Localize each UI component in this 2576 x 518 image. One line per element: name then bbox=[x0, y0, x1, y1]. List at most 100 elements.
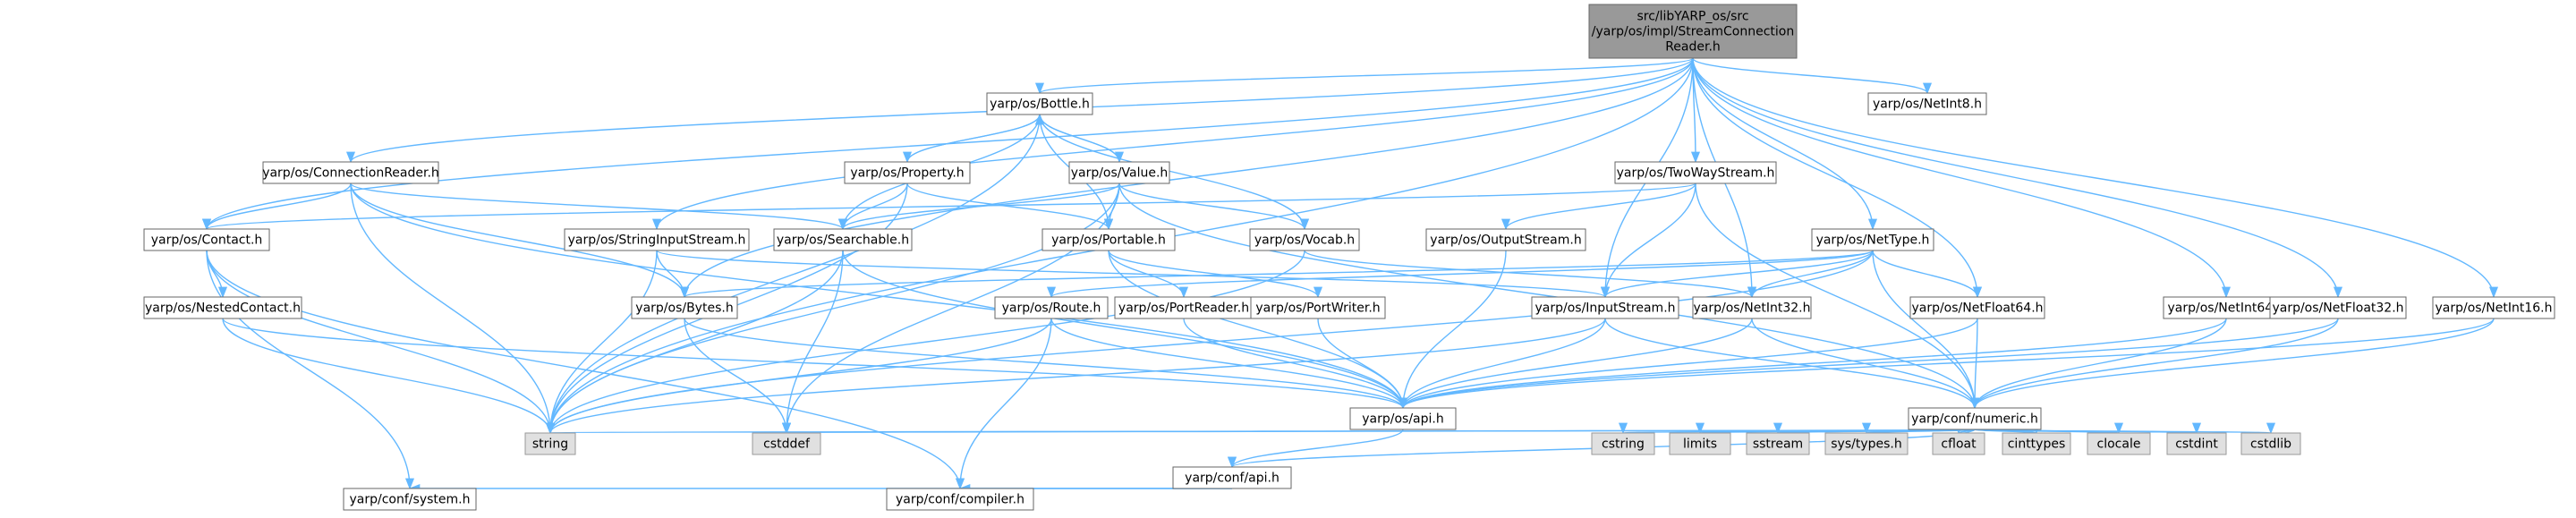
node-label-clocale: clocale bbox=[2097, 437, 2141, 452]
node-box-netint32 bbox=[1692, 296, 1812, 319]
node-vocab[interactable]: yarp/os/Vocab.h bbox=[1249, 228, 1360, 251]
node-box-portable bbox=[1041, 228, 1176, 251]
node-box-netint8 bbox=[1867, 92, 1987, 115]
node-outputstream[interactable]: yarp/os/OutputStream.h bbox=[1425, 228, 1586, 251]
node-portable[interactable]: yarp/os/Portable.h bbox=[1041, 228, 1176, 251]
node-portreader[interactable]: yarp/os/PortReader.h bbox=[1114, 296, 1254, 319]
node-portwriter[interactable]: yarp/os/PortWriter.h bbox=[1250, 296, 1386, 319]
edge-connreader-to-string bbox=[350, 183, 556, 435]
node-numeric[interactable]: yarp/conf/numeric.h bbox=[1908, 407, 2042, 430]
edge-value-to-vocab bbox=[1118, 183, 1309, 231]
node-box-searchable bbox=[773, 228, 913, 251]
node-box-outputstream bbox=[1425, 228, 1586, 251]
node-box-route bbox=[994, 296, 1109, 319]
edge-portable-to-portreader bbox=[1108, 250, 1188, 299]
node-label-root: src/libYARP_os/src bbox=[1637, 10, 1748, 24]
edge-netint64-to-numeric bbox=[1970, 318, 2227, 410]
node-label-cstddef: cstddef bbox=[763, 437, 811, 452]
edge-connreader-to-bytes bbox=[350, 183, 689, 299]
edge-connreader-to-contact bbox=[202, 183, 352, 231]
edge-searchable-to-string bbox=[546, 250, 844, 435]
node-searchable[interactable]: yarp/os/Searchable.h bbox=[773, 228, 913, 251]
edge-numeric-to-cstdlib bbox=[1974, 421, 2274, 435]
node-label-nettype: yarp/os/NetType.h bbox=[1816, 234, 1930, 248]
node-box-cstdint bbox=[2166, 432, 2227, 455]
node-box-cstring bbox=[1591, 432, 1655, 455]
edge-netint32-to-osapi bbox=[1399, 318, 1753, 410]
node-netfloat64[interactable]: yarp/os/NetFloat64.h bbox=[1909, 296, 2045, 319]
node-contact[interactable]: yarp/os/Contact.h bbox=[143, 228, 270, 251]
node-string: string bbox=[524, 432, 576, 455]
node-sstream: sstream bbox=[1746, 432, 1810, 455]
edge-value-to-bottle bbox=[1035, 113, 1120, 163]
edge-portreader-to-osapi bbox=[1183, 318, 1407, 410]
node-confapi[interactable]: yarp/conf/api.h bbox=[1172, 466, 1292, 489]
node-label-twoway: yarp/os/TwoWayStream.h bbox=[1617, 166, 1775, 181]
edge-root-to-netint8 bbox=[1692, 57, 1932, 95]
node-box-cfloat bbox=[1932, 432, 1985, 455]
edge-portable-to-portwriter bbox=[1108, 250, 1322, 299]
edge-netfloat32-to-osapi bbox=[1399, 318, 2339, 410]
node-label-root: Reader.h bbox=[1665, 40, 1721, 55]
node-label-bottle: yarp/os/Bottle.h bbox=[990, 98, 1090, 112]
node-cstdlib: cstdlib bbox=[2240, 432, 2301, 455]
edge-root-to-netint64 bbox=[1692, 57, 2231, 299]
node-label-searchable: yarp/os/Searchable.h bbox=[777, 234, 909, 248]
node-box-netfloat64 bbox=[1909, 296, 2045, 319]
node-box-string bbox=[524, 432, 576, 455]
edge-property-to-portable bbox=[906, 183, 1113, 231]
node-property[interactable]: yarp/os/Property.h bbox=[844, 161, 971, 184]
node-box-cstddef bbox=[752, 432, 821, 455]
node-clocale: clocale bbox=[2087, 432, 2151, 455]
node-confcompiler[interactable]: yarp/conf/compiler.h bbox=[886, 488, 1034, 511]
edge-bytes-to-cstddef bbox=[684, 318, 792, 435]
node-label-limits: limits bbox=[1683, 437, 1717, 452]
node-label-bytes: yarp/os/Bytes.h bbox=[635, 301, 733, 316]
node-nestedcontact[interactable]: yarp/os/NestedContact.h bbox=[143, 296, 302, 319]
node-box-netint64 bbox=[2163, 296, 2290, 319]
node-netint8[interactable]: yarp/os/NetInt8.h bbox=[1867, 92, 1987, 115]
node-box-netfloat32 bbox=[2269, 296, 2407, 319]
node-connreader[interactable]: yarp/os/ConnectionReader.h bbox=[262, 161, 439, 184]
node-netint16[interactable]: yarp/os/NetInt16.h bbox=[2432, 296, 2555, 319]
edge-nettype-to-netfloat64 bbox=[1872, 250, 1982, 299]
node-stringinput[interactable]: yarp/os/StringInputStream.h bbox=[564, 228, 750, 251]
node-osapi[interactable]: yarp/os/api.h bbox=[1349, 407, 1457, 430]
node-value[interactable]: yarp/os/Value.h bbox=[1068, 161, 1170, 184]
node-label-netint16: yarp/os/NetInt16.h bbox=[2435, 301, 2552, 316]
node-bottle[interactable]: yarp/os/Bottle.h bbox=[986, 92, 1093, 115]
node-netint32[interactable]: yarp/os/NetInt32.h bbox=[1692, 296, 1812, 319]
edge-root-to-bytes bbox=[680, 57, 1694, 299]
edge-nettype-to-bytes bbox=[680, 250, 1874, 299]
node-bytes[interactable]: yarp/os/Bytes.h bbox=[631, 296, 738, 319]
node-label-contact: yarp/os/Contact.h bbox=[151, 234, 263, 248]
node-nettype[interactable]: yarp/os/NetType.h bbox=[1811, 228, 1934, 251]
edge-netfloat32-to-numeric bbox=[1970, 318, 2339, 410]
node-box-nestedcontact bbox=[143, 296, 302, 319]
node-netfloat32[interactable]: yarp/os/NetFloat32.h bbox=[2269, 296, 2407, 319]
node-box-property bbox=[844, 161, 971, 184]
node-label-cstdint: cstdint bbox=[2175, 437, 2218, 452]
node-twoway[interactable]: yarp/os/TwoWayStream.h bbox=[1614, 161, 1777, 184]
node-root[interactable]: src/libYARP_os/src/yarp/os/impl/StreamCo… bbox=[1588, 4, 1798, 59]
edge-property-to-bottle bbox=[906, 113, 1044, 163]
edge-root-to-nettype bbox=[1692, 57, 1878, 231]
edge-nettype-to-route bbox=[1047, 250, 1874, 299]
node-route[interactable]: yarp/os/Route.h bbox=[994, 296, 1109, 319]
edge-netint16-to-numeric bbox=[1970, 318, 2495, 410]
edge-numeric-to-systypes bbox=[1862, 422, 1976, 435]
edge-bytes-to-osapi bbox=[684, 318, 1407, 410]
node-netint64[interactable]: yarp/os/NetInt64.h bbox=[2163, 296, 2290, 319]
edge-connreader-to-searchable bbox=[350, 183, 847, 231]
node-inputstream[interactable]: yarp/os/InputStream.h bbox=[1531, 296, 1679, 319]
edge-netfloat64-to-numeric bbox=[1969, 318, 1980, 410]
edge-contact-to-confcompiler bbox=[206, 250, 965, 490]
edge-twoway-to-inputstream bbox=[1600, 183, 1696, 299]
node-cstddef: cstddef bbox=[752, 432, 821, 455]
node-box-osapi bbox=[1349, 407, 1457, 430]
edge-vocab-to-netint32 bbox=[1304, 250, 1756, 299]
edge-route-to-string bbox=[546, 318, 1052, 435]
node-label-property: yarp/os/Property.h bbox=[850, 166, 964, 181]
node-confsystem[interactable]: yarp/conf/system.h bbox=[343, 488, 477, 511]
node-label-outputstream: yarp/os/OutputStream.h bbox=[1430, 234, 1581, 248]
